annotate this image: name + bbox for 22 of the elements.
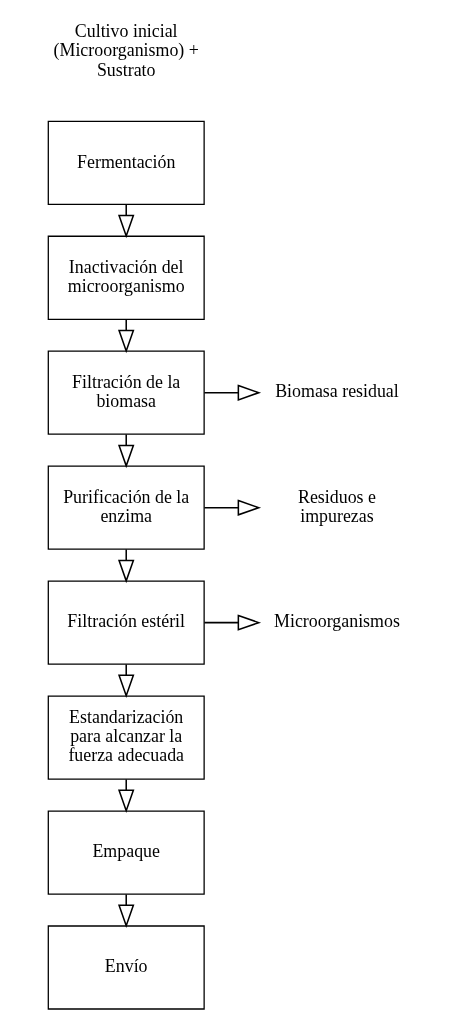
arrow <box>203 614 261 631</box>
node-text: Microorganismos <box>273 611 400 632</box>
arrow <box>117 433 134 469</box>
node-text: Residuos e impurezas <box>297 486 376 526</box>
node-box: Purificación de la enzima <box>47 465 205 550</box>
arrow <box>203 384 261 401</box>
node-box: Empaque <box>47 810 205 895</box>
node-box: Filtración de la biomasa <box>47 350 205 435</box>
arrow <box>117 203 134 239</box>
arrow <box>117 893 134 929</box>
node-box: Envío <box>47 925 205 1010</box>
node-box: Estandarización para alcanzar la fuerza adecuada <box>47 695 205 780</box>
arrow <box>117 778 134 814</box>
arrow <box>117 663 134 699</box>
node-box: Inactivación del microorganismo <box>47 235 205 320</box>
arrow <box>117 548 134 584</box>
node-box: Fermentación <box>47 120 205 205</box>
node-box: Filtración estéril <box>47 580 205 665</box>
label: Cultivo inicial (Microorganismo) + Sustrato <box>53 21 199 80</box>
arrow <box>203 499 261 516</box>
arrow <box>117 318 134 354</box>
node-text: Biomasa residual <box>274 381 399 402</box>
